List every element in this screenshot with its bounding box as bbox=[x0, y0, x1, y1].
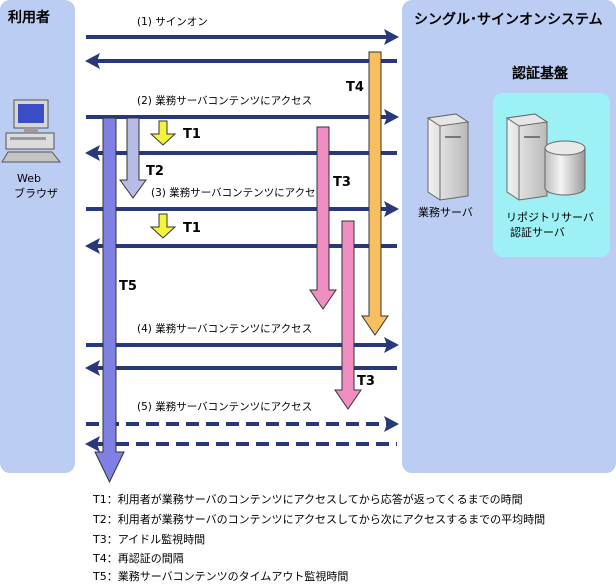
message-arrow-1-response bbox=[85, 53, 397, 69]
message-arrow-1-request bbox=[86, 29, 399, 45]
legend-item-t5: T5：業務サーバコンテンツのタイムアウト監視時間 bbox=[92, 569, 348, 583]
legend-item-t4: T4：再認証の間隔 bbox=[92, 551, 184, 565]
message-arrow-2-request bbox=[86, 109, 399, 125]
message-label-5: (5) 業務サーバコンテンツにアクセス bbox=[137, 400, 312, 413]
timer-label-t5: T5 bbox=[119, 279, 137, 294]
timer-label-t3-second: T3 bbox=[357, 374, 375, 389]
business-server-icon bbox=[426, 113, 470, 201]
timer-label-t3-first: T3 bbox=[333, 175, 351, 190]
message-arrow-5-response bbox=[85, 436, 397, 452]
legend: T1：利用者が業務サーバのコンテンツにアクセスしてから応答が返ってくるまでの時間… bbox=[92, 492, 545, 583]
browser-label-line1: Web bbox=[17, 172, 41, 185]
legend-item-t2: T2：利用者が業務サーバのコンテンツにアクセスしてから次にアクセスするまでの平均… bbox=[92, 512, 545, 526]
message-label-4: (4) 業務サーバコンテンツにアクセス bbox=[137, 322, 312, 335]
repository-server-label-line1: リポジトリサーバ bbox=[506, 211, 594, 224]
message-arrow-5-request bbox=[86, 416, 399, 432]
message-label-2: (2) 業務サーバコンテンツにアクセス bbox=[137, 94, 312, 107]
timer-arrow-t1-second bbox=[149, 213, 177, 239]
timer-arrow-t5 bbox=[94, 117, 125, 484]
database-icon bbox=[544, 140, 586, 196]
repository-server-label-line2: 認証サーバ bbox=[510, 225, 565, 239]
message-arrow-3-request bbox=[86, 201, 399, 217]
legend-item-t1: T1：利用者が業務サーバのコンテンツにアクセスしてから応答が返ってくるまでの時間 bbox=[92, 492, 523, 506]
repository-server-icon bbox=[505, 113, 549, 201]
user-panel bbox=[0, 0, 75, 473]
timer-arrow-t3-second bbox=[334, 220, 362, 410]
timer-arrow-t4 bbox=[361, 51, 389, 336]
timer-arrow-t3-first bbox=[309, 126, 337, 310]
user-panel-title: 利用者 bbox=[8, 9, 50, 26]
auth-base-title: 認証基盤 bbox=[512, 65, 569, 82]
timer-arrow-t2 bbox=[119, 117, 147, 199]
message-arrow-2-response bbox=[85, 145, 397, 161]
timer-label-t4: T4 bbox=[346, 80, 364, 95]
timer-arrow-t1-first bbox=[149, 120, 177, 146]
message-label-3: (3) 業務サーバコンテンツにアクセス bbox=[151, 186, 326, 199]
computer-icon bbox=[1, 99, 62, 163]
business-server-label: 業務サーバ bbox=[418, 205, 473, 219]
timer-label-t2: T2 bbox=[146, 164, 164, 179]
browser-label-line2: ブラウザ bbox=[14, 186, 58, 200]
legend-item-t3: T3：アイドル監視時間 bbox=[92, 532, 205, 546]
sso-panel-title: シングル･サインオンシステム bbox=[414, 11, 603, 28]
timer-label-t1-first: T1 bbox=[183, 127, 201, 142]
message-label-1: (1) サインオン bbox=[137, 16, 208, 28]
timer-label-t1-second: T1 bbox=[183, 221, 201, 236]
message-arrow-4-request bbox=[86, 337, 399, 353]
